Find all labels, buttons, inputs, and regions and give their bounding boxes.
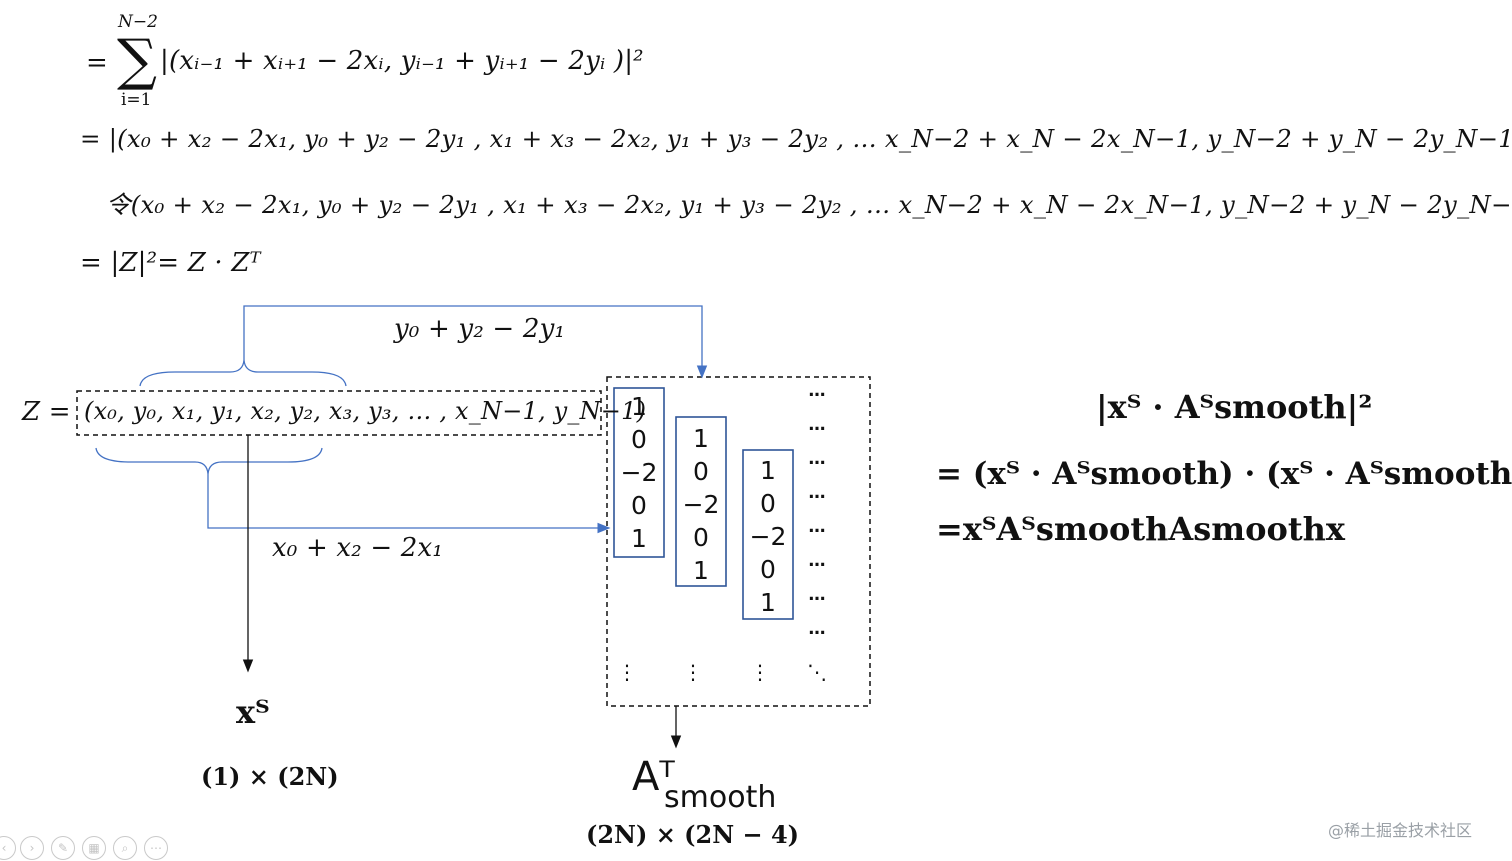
matrix-column-3: 1 0 −2 0 1 bbox=[743, 454, 793, 619]
more-options-icon[interactable]: ⋯ bbox=[144, 836, 168, 860]
sum-upper-limit: N−2 bbox=[118, 12, 158, 32]
hdots: … bbox=[808, 483, 826, 503]
hdots: … bbox=[808, 381, 826, 401]
pen-icon[interactable]: ✎ bbox=[51, 836, 75, 860]
next-slide-icon[interactable]: › bbox=[20, 836, 44, 860]
sum-sigma: ∑ bbox=[117, 28, 157, 93]
bottom-connector bbox=[207, 474, 611, 534]
eq-line1-equals: = bbox=[86, 48, 108, 78]
matrix-vdots-2: ⋮ bbox=[683, 660, 703, 684]
matrix-cell: 1 bbox=[631, 392, 647, 421]
matrix-cell: 1 bbox=[631, 524, 647, 553]
matrix-cell: 0 bbox=[760, 555, 776, 584]
watermark: @稀土掘金技术社区 bbox=[1328, 821, 1473, 840]
eq-line2: = |(x₀ + x₂ − 2x₁, y₀ + y₂ − 2y₁ , x₁ + … bbox=[80, 124, 1512, 153]
matrix-cell: 1 bbox=[760, 456, 776, 485]
column-box-1 bbox=[613, 387, 665, 558]
matrix-column-1: 1 0 −2 0 1 bbox=[614, 390, 664, 555]
top-brace bbox=[139, 359, 347, 387]
eq-line4: = |Z|²= Z · Zᵀ bbox=[80, 248, 261, 278]
hdots: … bbox=[808, 585, 826, 605]
column-box-3 bbox=[742, 449, 794, 620]
matrix-cell: 1 bbox=[693, 424, 709, 453]
z-vector: (x₀, y₀, x₁, y₁, x₂, y₂, x₃, y₃, … , x_N… bbox=[84, 397, 647, 425]
hdots: … bbox=[808, 551, 826, 571]
matrix-cell: 1 bbox=[760, 588, 776, 617]
z-vector-dashed-box bbox=[76, 390, 602, 436]
matrix-cell: 0 bbox=[760, 489, 776, 518]
matrix-column-2: 1 0 −2 0 1 bbox=[676, 422, 726, 587]
matrix-cell: 0 bbox=[631, 425, 647, 454]
matrix-cell: 0 bbox=[693, 457, 709, 486]
matrix-vdots-3: ⋮ bbox=[750, 660, 770, 684]
matrix-cell: 0 bbox=[631, 491, 647, 520]
matrix-cell: −2 bbox=[620, 458, 658, 487]
slides-grid-icon[interactable]: ▦ bbox=[82, 836, 106, 860]
A-dims: (2N) × (2N − 4) bbox=[586, 820, 800, 849]
matrix-cell: −2 bbox=[682, 490, 720, 519]
z-label: Z = bbox=[22, 397, 71, 427]
right-eq-2: = (xᵀ · Aᵀsmooth) · (xᵀ · Aᵀsmooth)ᵀ bbox=[936, 456, 1512, 492]
right-eq-3: =xᵀAᵀsmoothAsmoothx bbox=[936, 510, 1345, 548]
bottom-brace-label: x₀ + x₂ − 2x₁ bbox=[272, 533, 444, 563]
top-brace-label: y₀ + y₂ − 2y₁ bbox=[394, 314, 566, 344]
sum-lower-limit: i=1 bbox=[121, 90, 152, 110]
zoom-icon[interactable]: ⌕ bbox=[113, 836, 137, 860]
A-label: Aᵀ bbox=[632, 754, 675, 800]
matrix-ddots: ⋱ bbox=[807, 660, 827, 684]
matrix-cell: −2 bbox=[749, 522, 787, 551]
hdots: … bbox=[808, 619, 826, 639]
hdots: … bbox=[808, 517, 826, 537]
column-box-2 bbox=[675, 416, 727, 587]
hdots: … bbox=[808, 449, 826, 469]
top-connector bbox=[243, 305, 708, 379]
matrix-dashed-box bbox=[606, 376, 871, 707]
matrix-hdots-column: … … … … … … … … bbox=[802, 374, 832, 646]
right-eq-1: |xᵀ · Aᵀsmooth|² bbox=[1096, 388, 1373, 426]
xT-dims: (1) × (2N) bbox=[201, 762, 339, 791]
eq-line1-body: |(xᵢ₋₁ + xᵢ₊₁ − 2xᵢ, yᵢ₋₁ + yᵢ₊₁ − 2yᵢ )… bbox=[160, 46, 644, 76]
A-subscript: smooth bbox=[664, 780, 777, 815]
matrix-cell: 1 bbox=[693, 556, 709, 585]
xT-label: xᵀ bbox=[236, 693, 270, 731]
eq-line3: 令(x₀ + x₂ − 2x₁, y₀ + y₂ − 2y₁ , x₁ + x₃… bbox=[106, 190, 1512, 219]
matrix-cell: 0 bbox=[693, 523, 709, 552]
bottom-brace bbox=[95, 447, 323, 475]
hdots: … bbox=[808, 415, 826, 435]
matrix-vdots-1: ⋮ bbox=[617, 660, 637, 684]
